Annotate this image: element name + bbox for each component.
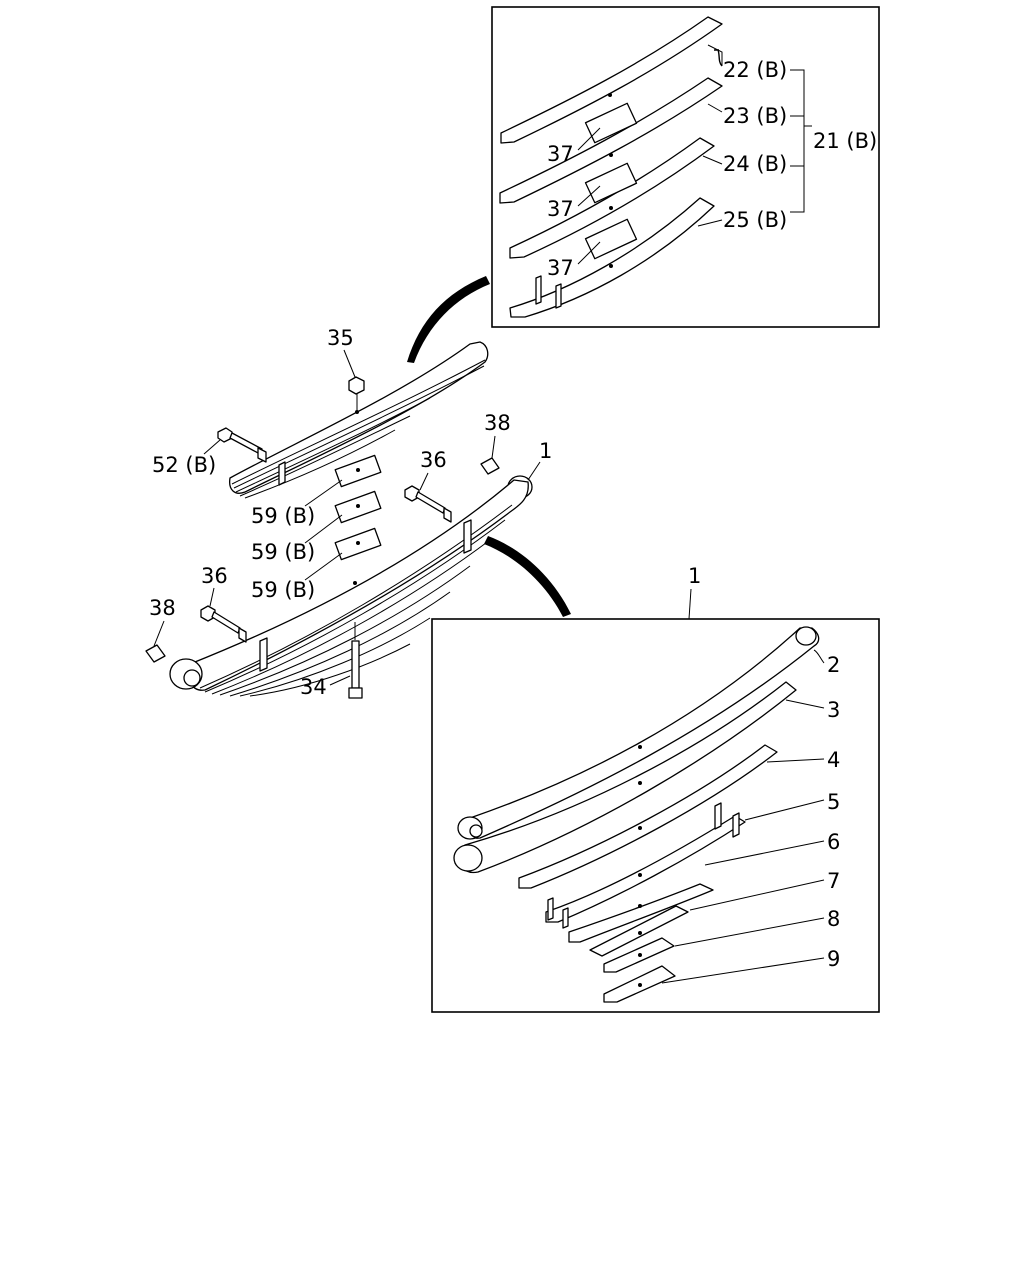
label-8: 8 [827,907,840,931]
bushing-38-top [480,457,500,475]
detail-box-bottom [431,618,880,1013]
leaf-23 [499,77,723,204]
label-59-c: 59 (B) [251,578,315,602]
pad-37-c [584,218,638,260]
callout-arrow-bottom [484,536,571,617]
main-spring-assembly [145,457,533,699]
label-59-a: 59 (B) [251,504,315,528]
label-4: 4 [827,748,840,772]
helper-spring-detail: 22 (B) 23 (B) 24 (B) 25 (B) 21 (B) 37 37… [491,6,880,328]
label-1-detail: 1 [688,564,701,588]
label-9: 9 [827,947,840,971]
label-24: 24 (B) [723,152,787,176]
label-37-c: 37 [547,256,574,280]
pad-37-a [584,102,638,144]
bolt-52 [217,427,233,443]
label-2: 2 [827,653,840,677]
label-23: 23 (B) [723,104,787,128]
label-25: 25 (B) [723,208,787,232]
label-37-a: 37 [547,142,574,166]
leaf-4 [518,744,778,889]
leaf-6 [568,883,714,943]
label-3: 3 [827,698,840,722]
label-5: 5 [827,790,840,814]
detail-box-top [491,6,880,328]
center-bolt-34 [351,640,360,689]
label-6: 6 [827,830,840,854]
label-38-left: 38 [149,596,176,620]
label-35: 35 [327,326,354,350]
helper-spring-assembly [217,341,489,561]
leaf-5 [545,815,746,923]
main-spring-detail: 1 [431,564,880,1013]
leaf-2 [463,627,820,839]
label-37-b: 37 [547,197,574,221]
leaf-7 [589,905,689,957]
label-7: 7 [827,869,840,893]
label-59-b: 59 (B) [251,540,315,564]
callout-arrow-top [407,276,490,363]
leaf-3 [458,681,797,874]
label-38-top: 38 [484,411,511,435]
leaf-24 [509,137,715,259]
label-34: 34 [300,675,327,699]
label-22: 22 (B) [723,58,787,82]
label-1-main: 1 [539,439,552,463]
label-36-left: 36 [201,564,228,588]
label-36-top: 36 [420,448,447,472]
nut-35 [348,376,365,395]
label-21: 21 (B) [813,129,877,153]
label-52: 52 (B) [152,453,216,477]
pad-37-b [584,162,638,204]
leaf-22 [500,16,723,144]
bushing-38-left [145,644,166,663]
leaf-25 [509,197,715,318]
